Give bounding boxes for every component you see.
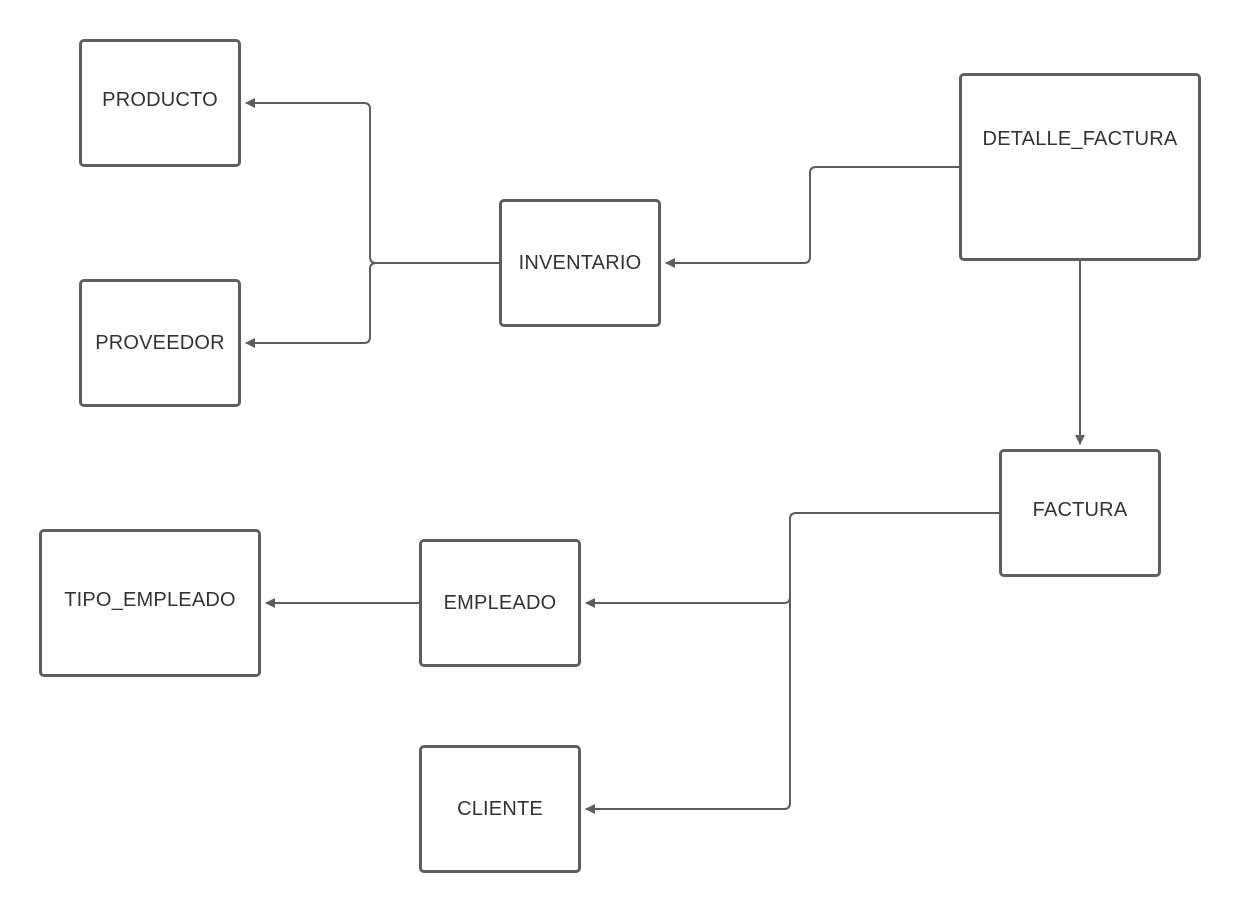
entity-detalle-factura[interactable]: DETALLE_FACTURA xyxy=(959,73,1201,261)
entity-label: CLIENTE xyxy=(457,797,543,820)
edge-detalle-factura-inventario xyxy=(665,166,959,268)
entity-label: DETALLE_FACTURA xyxy=(982,127,1178,150)
edge-factura-empleado xyxy=(585,512,999,608)
entity-label: EMPLEADO xyxy=(443,591,557,614)
entity-inventario[interactable]: INVENTARIO xyxy=(499,199,661,327)
entity-proveedor[interactable]: PROVEEDOR xyxy=(79,279,241,407)
entity-empleado[interactable]: EMPLEADO xyxy=(419,539,581,667)
entity-tipo-empleado[interactable]: TIPO_EMPLEADO xyxy=(39,529,261,677)
entity-label: TIPO_EMPLEADO xyxy=(64,588,236,611)
entity-label: FACTURA xyxy=(1032,498,1128,521)
edge-factura-cliente xyxy=(585,597,791,814)
entity-label: PRODUCTO xyxy=(102,88,218,111)
entity-label: PROVEEDOR xyxy=(95,331,225,354)
entity-producto[interactable]: PRODUCTO xyxy=(79,39,241,167)
entity-cliente[interactable]: CLIENTE xyxy=(419,745,581,873)
edge-inventario-proveedor xyxy=(245,262,377,348)
entity-label: INVENTARIO xyxy=(518,251,642,274)
entity-factura[interactable]: FACTURA xyxy=(999,449,1161,577)
edge-inventario-producto xyxy=(245,98,499,264)
